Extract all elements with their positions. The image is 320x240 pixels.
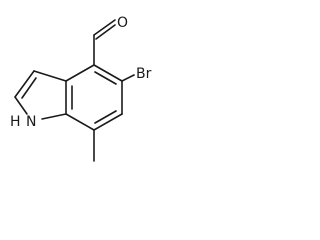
ring-bond-c3a-c4 <box>65 64 95 82</box>
ring-double-bond-c6-c7 <box>94 110 117 124</box>
ring-bond-c2-n1 <box>14 96 28 115</box>
chemical-structure: O Br H N <box>10 15 152 162</box>
bromine-bond <box>121 74 135 82</box>
ring-bond-n1-c7a <box>41 113 67 120</box>
carbonyl-double-bond-a <box>93 19 116 36</box>
ring-bond-c3a-c3 <box>33 70 67 82</box>
ring-bond-c6-c7 <box>93 113 123 131</box>
carbonyl-double-bond-b <box>95 24 116 40</box>
ring-double-bond-c3-c2 <box>21 77 37 99</box>
ring-bond-c7-c7a <box>65 113 95 131</box>
nitrogen-atom-label: N <box>26 114 36 130</box>
nitrogen-hydrogen-label: H <box>10 114 21 130</box>
ring-bond-c3-c2 <box>14 70 35 98</box>
bromine-atom-label: Br <box>136 66 152 82</box>
ring-bond-c4-c5 <box>93 64 123 82</box>
oxygen-atom-label: O <box>117 15 128 31</box>
ring-double-bond-c4-c5 <box>94 71 117 85</box>
